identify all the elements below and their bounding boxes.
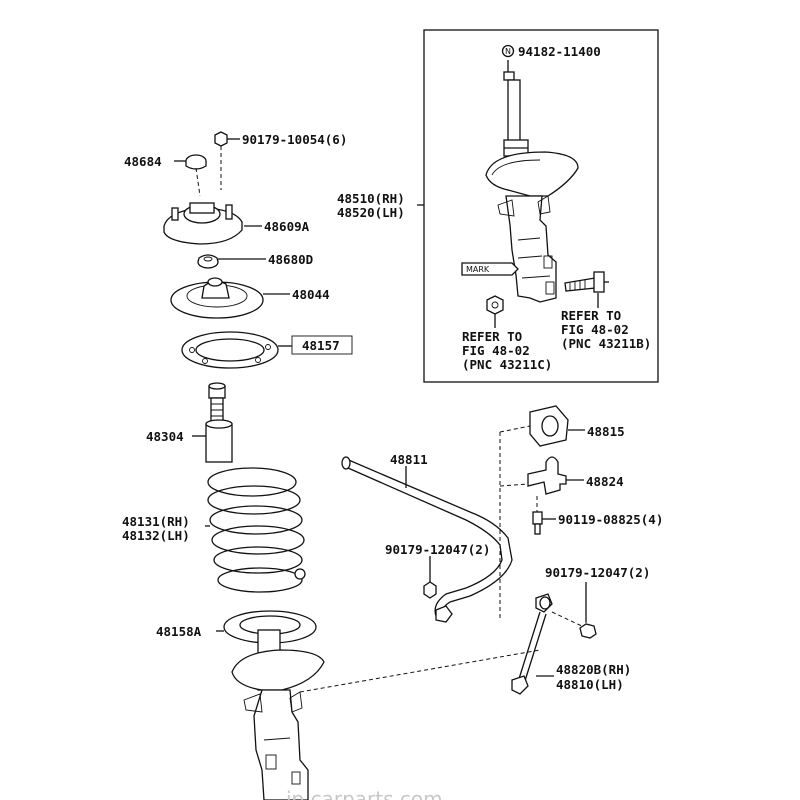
stabilizer-link — [511, 593, 554, 695]
insulator-label: 48157 — [302, 338, 340, 353]
strut-assembly-drawing — [485, 60, 579, 303]
support-cap — [174, 154, 207, 197]
refer-a-line2: FIG 48-02 — [462, 343, 530, 358]
stabilizer-bar — [341, 456, 513, 623]
bracket-bolt — [532, 511, 556, 535]
inset-bolt-label: 94182-11400 — [518, 44, 601, 59]
strut-nut — [486, 295, 504, 328]
strut-rh-label: 48510(RH) — [337, 191, 405, 206]
link-nut-right — [579, 582, 597, 639]
svg-text:N: N — [505, 47, 511, 56]
watermark: jp.carparts.com — [285, 787, 443, 800]
link-rh-label: 48820B(RH) — [556, 662, 631, 677]
mark-tag: MARK — [461, 262, 519, 276]
bumper-label: 48304 — [146, 429, 184, 444]
stabilizer-bushing — [529, 405, 585, 447]
bearing-label: 48044 — [292, 287, 330, 302]
refer-b-line3: (PNC 43211B) — [561, 336, 651, 351]
spacer — [197, 254, 266, 269]
top-nut-label: 90179-10054(6) — [242, 132, 347, 147]
suspension-support — [163, 202, 262, 245]
link-lh-label: 48810(LH) — [556, 677, 624, 692]
refer-a-line1: REFER TO — [462, 329, 522, 344]
inset-bolt-marker-icon: N — [501, 44, 515, 58]
cap-label: 48684 — [124, 154, 162, 169]
nut-right-label: 90179-12047(2) — [545, 565, 650, 580]
refer-b-line1: REFER TO — [561, 308, 621, 323]
top-nut — [214, 131, 240, 190]
spring-lh-label: 48132(LH) — [122, 528, 190, 543]
bound-bumper — [192, 382, 233, 463]
spring-rh-label: 48131(RH) — [122, 514, 190, 529]
spacer-label: 48680D — [268, 252, 313, 267]
bracket-label: 48824 — [586, 474, 624, 489]
mark-tag-label: MARK — [466, 265, 490, 274]
nut-left-label: 90179-12047(2) — [385, 542, 490, 557]
bearing-plate — [170, 277, 290, 319]
refer-a-line3: (PNC 43211C) — [462, 357, 552, 372]
upper-insulator — [181, 331, 353, 369]
strut-lh-label: 48520(LH) — [337, 205, 405, 220]
lower-spring-insulator — [216, 610, 317, 644]
strut-assembly-inset: N 94182-11400 MARK — [417, 29, 659, 383]
strut-bolt — [564, 271, 609, 293]
lower-strut-body — [231, 629, 325, 800]
refer-b-line2: FIG 48-02 — [561, 322, 629, 337]
stabilizer-bar-label: 48811 — [390, 452, 428, 467]
support-label: 48609A — [264, 219, 310, 234]
bracket-bolt-label: 90119-08825(4) — [558, 512, 663, 527]
lower-insulator-label: 48158A — [156, 624, 202, 639]
bushing-label: 48815 — [587, 424, 625, 439]
link-nut-left — [423, 556, 437, 599]
stabilizer-bracket — [527, 456, 584, 495]
coil-spring — [205, 467, 306, 593]
